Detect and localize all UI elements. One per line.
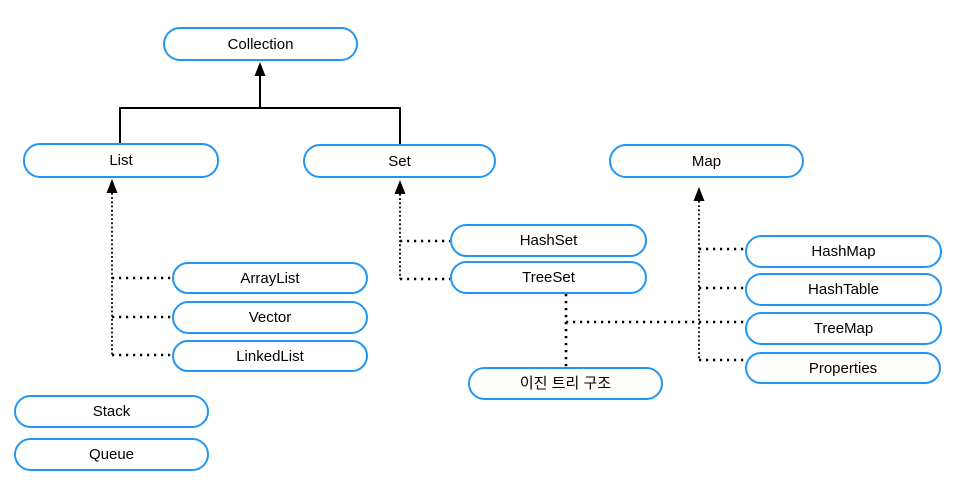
node-map: Map <box>609 144 804 178</box>
node-label-set: Set <box>388 152 411 170</box>
node-set: Set <box>303 144 496 178</box>
arrow-to-set-arrowhead-icon <box>394 180 406 194</box>
node-hashmap: HashMap <box>745 235 942 268</box>
edge-collection-branch <box>119 107 401 144</box>
node-label-properties: Properties <box>808 359 878 377</box>
arrow-to-collection-arrowhead-icon <box>254 62 266 76</box>
node-label-hashset: HashSet <box>519 232 578 249</box>
node-binary-tree: 이진 트리 구조 <box>468 367 663 400</box>
node-collection: Collection <box>163 27 358 61</box>
node-label-queue: Queue <box>88 446 135 463</box>
node-label-binary-tree: 이진 트리 구조 <box>519 375 612 392</box>
node-treeset: TreeSet <box>450 261 647 294</box>
node-label-linkedlist: LinkedList <box>236 347 304 365</box>
node-label-hashtable: HashTable <box>808 281 879 298</box>
node-hashset: HashSet <box>450 224 647 257</box>
node-label-treeset: TreeSet <box>522 269 575 286</box>
node-label-map: Map <box>691 152 722 170</box>
node-queue: Queue <box>14 438 209 471</box>
node-stack: Stack <box>14 395 209 428</box>
node-label-treemap: TreeMap <box>813 320 874 337</box>
node-hashtable: HashTable <box>745 273 942 306</box>
node-arraylist: ArrayList <box>172 262 368 294</box>
arrow-to-list-arrowhead-icon <box>106 179 118 193</box>
node-treemap: TreeMap <box>745 312 942 345</box>
node-label-hashmap: HashMap <box>811 243 876 260</box>
node-linkedlist: LinkedList <box>172 340 368 372</box>
node-label-arraylist: ArrayList <box>240 269 300 287</box>
arrow-to-map-arrowhead-icon <box>693 187 705 201</box>
node-label-stack: Stack <box>92 403 131 420</box>
node-label-collection: Collection <box>227 35 294 53</box>
node-label-vector: Vector <box>248 309 292 326</box>
node-vector: Vector <box>172 301 368 334</box>
node-properties: Properties <box>745 352 941 384</box>
node-label-list: List <box>109 152 133 169</box>
node-list: List <box>23 143 219 178</box>
